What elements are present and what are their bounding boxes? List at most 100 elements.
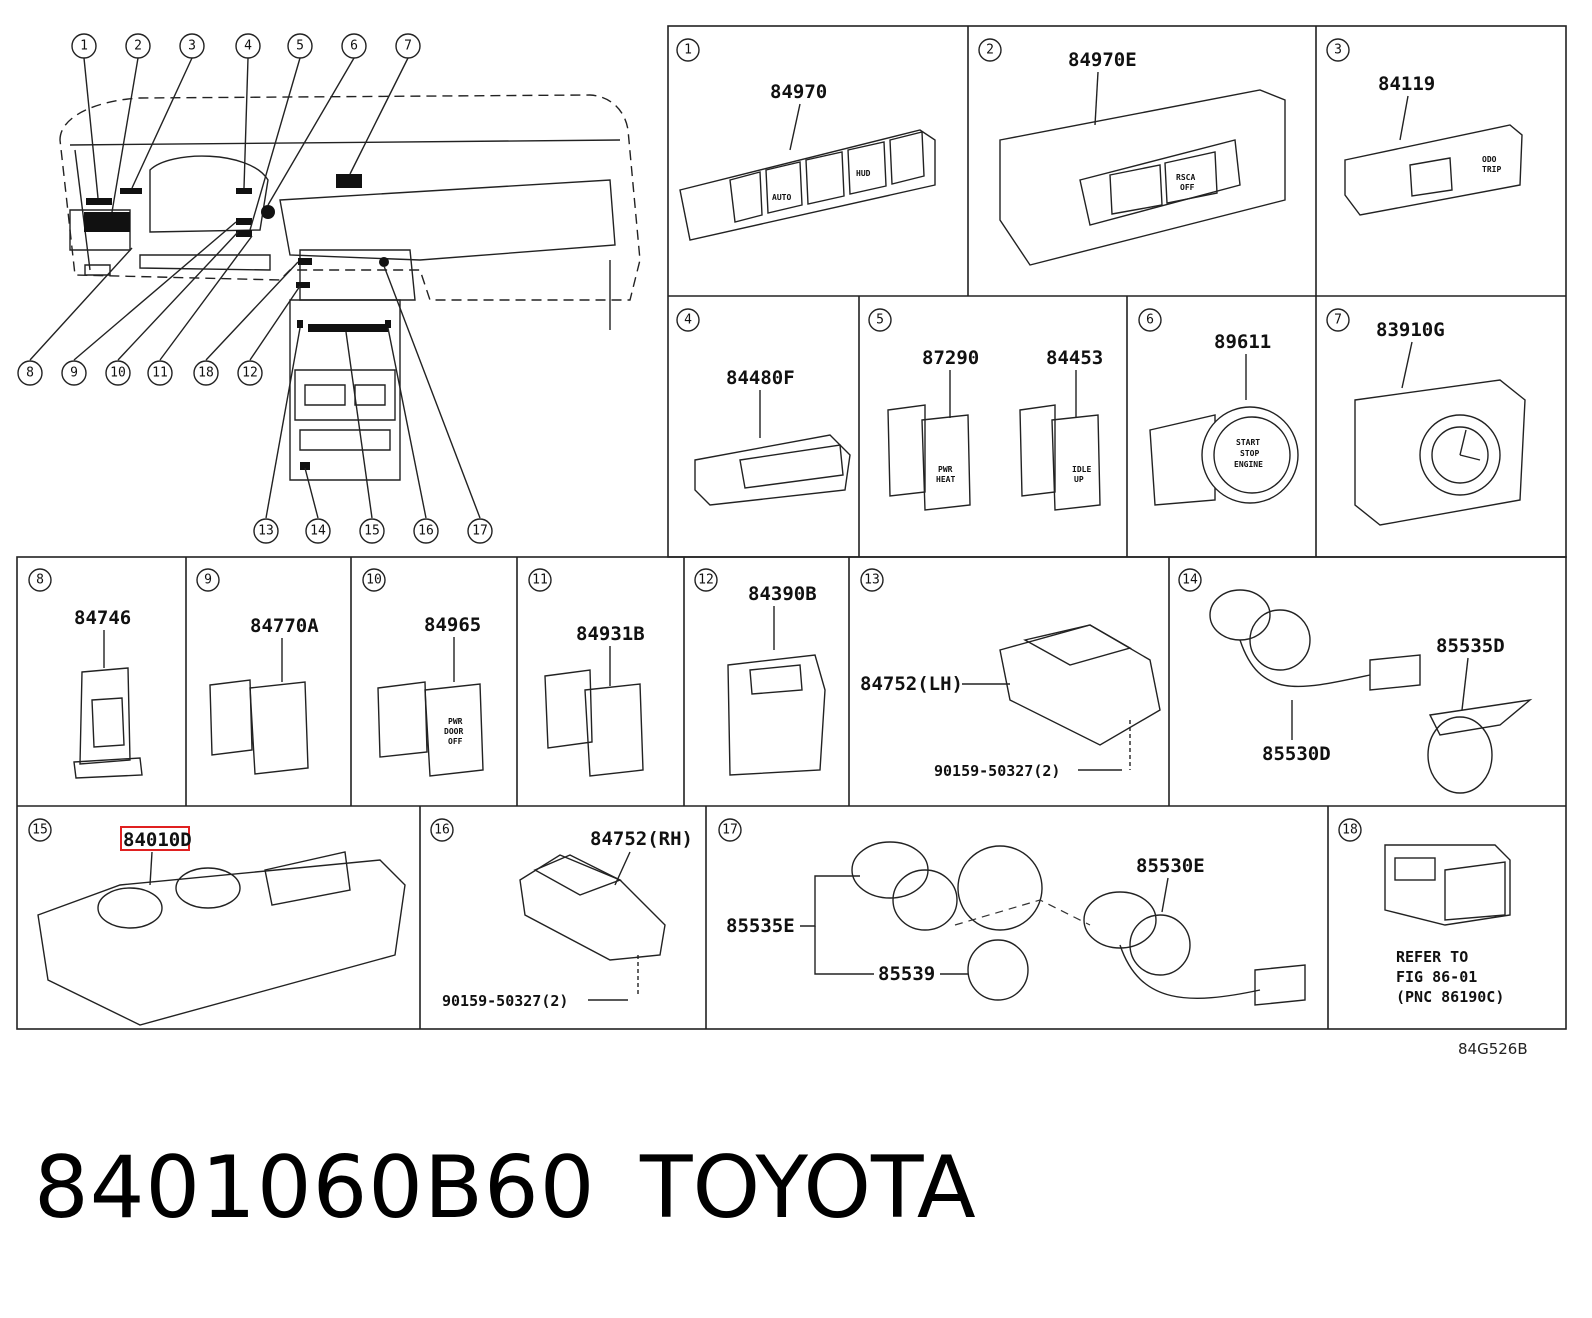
overview-callout-15: 15 — [359, 518, 385, 544]
svg-text:OFF: OFF — [448, 737, 463, 746]
cell-11: 11 84931B — [528, 568, 645, 777]
figure-code: 84G526B — [1458, 1040, 1528, 1058]
part-84965: 84965 — [424, 614, 481, 636]
svg-text:17: 17 — [722, 823, 738, 838]
svg-text:5: 5 — [876, 313, 884, 328]
svg-text:UP: UP — [1074, 475, 1084, 484]
svg-text:OFF: OFF — [1180, 183, 1195, 192]
svg-text:15: 15 — [32, 823, 48, 838]
svg-text:1: 1 — [684, 43, 692, 58]
cell-6: 6 89611 START STOP ENGINE — [1138, 308, 1299, 506]
part-84970: 84970 — [770, 81, 827, 103]
part-85535E: 85535E — [726, 915, 795, 937]
overview-callout-10: 10 — [105, 360, 131, 386]
cell-18: 18 REFER TO FIG 86-01 (PNC 86190C) — [1338, 818, 1511, 1006]
svg-text:HEAT: HEAT — [936, 475, 955, 484]
overview-callout-13: 13 — [253, 518, 279, 544]
svg-text:PWR: PWR — [938, 465, 953, 474]
svg-text:4: 4 — [244, 39, 252, 54]
part-84453: 84453 — [1046, 347, 1103, 369]
part-84119: 84119 — [1378, 73, 1435, 95]
svg-text:14: 14 — [310, 524, 326, 539]
footer-brand: TOYOTA — [640, 1138, 976, 1238]
part-84010D: 84010D — [123, 829, 192, 851]
cell-17: 17 85530E 85535E 85539 — [718, 818, 1306, 1006]
overview-callout-1: 1 — [71, 33, 97, 59]
overview-callout-12: 12 — [237, 360, 263, 386]
part-85539: 85539 — [878, 963, 935, 985]
svg-text:5: 5 — [296, 39, 304, 54]
cell-14: 14 85535D 85530D — [1178, 568, 1533, 794]
svg-text:11: 11 — [152, 366, 168, 381]
svg-text:9: 9 — [204, 573, 212, 588]
dashboard-overview: 1 2 3 4 5 6 7 8 9 10 11 18 12 13 14 15 1… — [17, 33, 641, 544]
svg-text:13: 13 — [258, 524, 274, 539]
svg-text:12: 12 — [698, 573, 714, 588]
part-90159-50327-rh: 90159-50327(2) — [442, 992, 568, 1010]
cell-16: 16 84752(RH) 90159-50327(2) — [430, 818, 693, 1010]
part-83910G: 83910G — [1376, 319, 1445, 341]
svg-text:HUD: HUD — [856, 169, 871, 178]
svg-text:2: 2 — [134, 39, 142, 54]
overview-callout-2: 2 — [125, 33, 151, 59]
svg-text:16: 16 — [434, 823, 450, 838]
svg-text:17: 17 — [472, 524, 488, 539]
svg-text:8: 8 — [36, 573, 44, 588]
overview-callout-9: 9 — [61, 360, 87, 386]
overview-callout-4: 4 — [235, 33, 261, 59]
overview-callout-7: 7 — [395, 33, 421, 59]
overview-callout-11: 11 — [147, 360, 173, 386]
part-84931B: 84931B — [576, 623, 645, 645]
part-89611: 89611 — [1214, 331, 1271, 353]
svg-text:12: 12 — [242, 366, 258, 381]
svg-text:18: 18 — [1342, 823, 1358, 838]
svg-text:IDLE: IDLE — [1072, 465, 1091, 474]
svg-text:15: 15 — [364, 524, 380, 539]
cell-5: 5 87290 84453 PWR HEAT IDLE UP — [868, 308, 1103, 511]
grid-frame — [16, 25, 1567, 1030]
svg-text:ENGINE: ENGINE — [1234, 460, 1263, 469]
cell-10: 10 84965 PWR DOOR OFF — [362, 568, 484, 777]
overview-callout-3: 3 — [179, 33, 205, 59]
svg-text:ODO: ODO — [1482, 155, 1497, 164]
part-84752-lh: 84752(LH) — [860, 673, 963, 695]
footer-part-number: 8401060B60 — [34, 1138, 596, 1238]
part-85530E: 85530E — [1136, 855, 1205, 877]
part-84770A: 84770A — [250, 615, 319, 637]
overview-callout-5: 5 — [287, 33, 313, 59]
svg-text:7: 7 — [404, 39, 412, 54]
part-85535D: 85535D — [1436, 635, 1505, 657]
cell-13: 13 84752(LH) 90159-50327(2) — [860, 568, 1161, 780]
part-90159-50327-lh: 90159-50327(2) — [934, 762, 1060, 780]
part-87290: 87290 — [922, 347, 979, 369]
overview-callout-18: 18 — [193, 360, 219, 386]
overview-callout-14: 14 — [305, 518, 331, 544]
svg-text:11: 11 — [532, 573, 548, 588]
svg-text:2: 2 — [986, 43, 994, 58]
svg-text:RSCA: RSCA — [1176, 173, 1195, 182]
svg-text:9: 9 — [70, 366, 78, 381]
overview-callout-6: 6 — [341, 33, 367, 59]
svg-text:1: 1 — [80, 39, 88, 54]
part-84480F: 84480F — [726, 367, 795, 389]
svg-text:18: 18 — [198, 366, 214, 381]
svg-text:3: 3 — [1334, 43, 1342, 58]
svg-text:START: START — [1236, 438, 1260, 447]
svg-text:6: 6 — [1146, 313, 1154, 328]
cell-7: 7 83910G — [1326, 308, 1526, 526]
highlight-box-84010D — [120, 826, 190, 851]
overview-callout-17: 17 — [467, 518, 493, 544]
svg-text:4: 4 — [684, 313, 692, 328]
svg-text:14: 14 — [1182, 573, 1198, 588]
svg-text:REFER TO: REFER TO — [1396, 948, 1468, 966]
cell-2: 2 84970E RSCA OFF — [978, 38, 1286, 266]
svg-text:13: 13 — [864, 573, 880, 588]
overview-callout-16: 16 — [413, 518, 439, 544]
svg-text:TRIP: TRIP — [1482, 165, 1501, 174]
cell-12: 12 84390B — [694, 568, 826, 776]
svg-text:16: 16 — [418, 524, 434, 539]
overview-callout-8: 8 — [17, 360, 43, 386]
part-85530D: 85530D — [1262, 743, 1331, 765]
cell-15: 15 84010D — [28, 818, 406, 1026]
